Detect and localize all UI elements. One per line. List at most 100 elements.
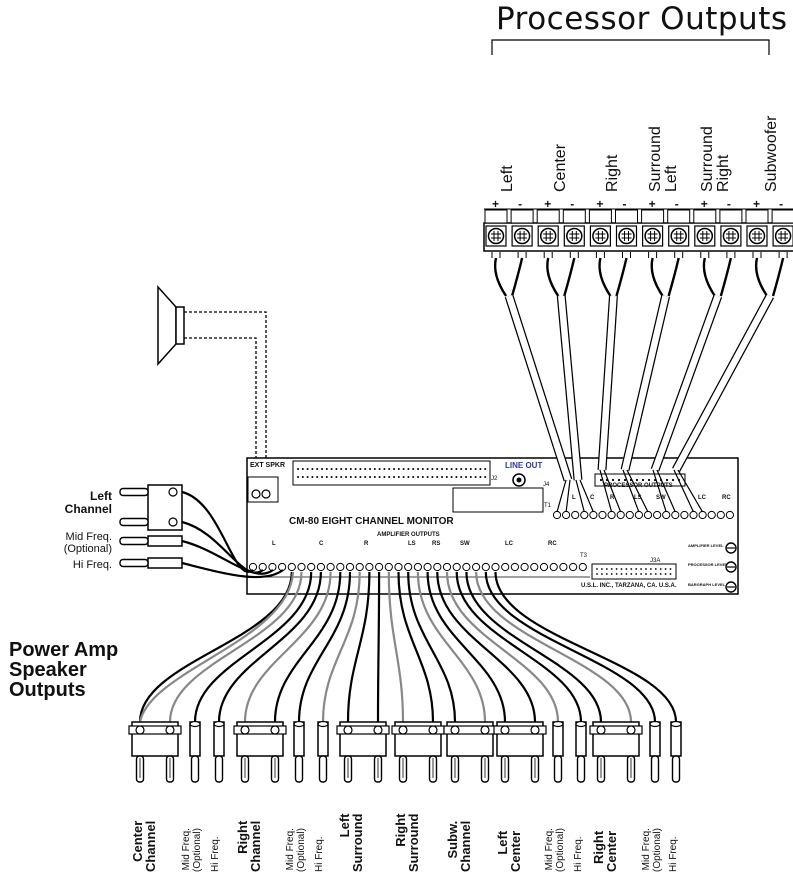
j2-pin <box>340 468 343 470</box>
j2-pin <box>445 476 448 478</box>
j3a-pin <box>625 573 628 575</box>
j3a-pin <box>669 573 672 575</box>
plug-screw <box>168 517 178 527</box>
j2-pin <box>301 476 304 478</box>
banana-pin <box>214 755 224 783</box>
amplifier-outputs-label: AMPLIFIER OUTPUTS <box>377 532 440 538</box>
bottom-plug-label: Hi Freq. <box>210 836 221 872</box>
terminal-screw-icon <box>566 227 583 245</box>
banana-pin <box>318 755 328 783</box>
plug-top <box>649 720 661 728</box>
board-amp-terminal <box>433 562 442 572</box>
j2-pin <box>297 468 299 470</box>
terminal-barrier <box>771 209 793 224</box>
bottom-plug-label: Subw. Channel <box>445 820 473 872</box>
board-proc-terminal <box>689 510 698 520</box>
plug-screw <box>596 725 606 735</box>
amp-group-label: LS <box>408 541 416 547</box>
j2-pin <box>465 476 467 478</box>
processor-wire <box>615 257 628 297</box>
plug-top <box>575 720 587 728</box>
processor-wire-end <box>599 469 622 513</box>
j2-pin <box>397 476 400 478</box>
board-amp-terminal <box>559 562 568 572</box>
ext-spkr-block <box>247 476 279 503</box>
processor-wire-end <box>575 479 594 513</box>
terminal-barrier <box>588 209 612 224</box>
ext-spkr-label: EXT SPKR <box>250 462 286 469</box>
polarity-label: + <box>492 197 500 211</box>
amp-group-label: LC <box>505 541 513 547</box>
j2-pin <box>311 468 314 470</box>
bottom-single-plug <box>189 720 201 783</box>
j2-pin <box>383 468 386 470</box>
j2-pin <box>479 476 482 478</box>
processor-wire <box>510 257 524 297</box>
plug-screw <box>168 487 178 497</box>
j2-pin <box>484 476 487 478</box>
j2-pin <box>316 468 319 470</box>
chip <box>452 487 544 513</box>
plug-top <box>317 720 329 728</box>
terminal-screw-icon <box>696 227 714 245</box>
board-proc-terminal <box>616 510 625 520</box>
processor-wire-end <box>556 479 571 513</box>
board-amp-terminal <box>355 562 364 572</box>
board-model-label: CM-80 EIGHT CHANNEL MONITOR <box>289 516 454 527</box>
terminal-screw-icon <box>513 227 531 245</box>
j2-pin <box>301 468 304 470</box>
amp-group-label: C <box>319 541 324 547</box>
processor-wire <box>667 257 680 297</box>
board-amp-terminal <box>297 562 306 572</box>
maker-label: U.S.L. INC., TARZANA, CA. U.S.A. <box>581 583 677 589</box>
j2-pin <box>393 468 395 470</box>
terminal-barrier <box>484 209 508 224</box>
screw-slot <box>699 231 710 241</box>
board-proc-terminal <box>698 510 707 520</box>
board-proc-terminal <box>680 510 689 520</box>
j3a-pin <box>630 568 633 570</box>
board-amp-terminal <box>413 562 422 572</box>
j2-pin <box>426 468 429 470</box>
board-amp-terminal <box>336 562 345 572</box>
j2-pin <box>321 468 323 470</box>
board-amp-terminal <box>578 562 587 572</box>
board-amp-terminal <box>423 562 432 572</box>
j3a-pin <box>601 568 603 570</box>
plug-screw <box>135 725 145 735</box>
j2-pin <box>455 468 458 470</box>
j2-pin <box>407 468 410 470</box>
knob-label: PROCESSOR LEVEL <box>688 562 728 567</box>
bottom-plug-label: Hi Freq. <box>668 836 679 872</box>
terminal-barrier <box>667 209 691 224</box>
j2-pin <box>359 476 362 478</box>
terminal-screw-icon <box>592 227 609 245</box>
j2-pin <box>436 468 439 470</box>
amplifier-wire <box>376 571 381 723</box>
j2-pin <box>330 468 333 470</box>
processor-wire <box>546 257 560 297</box>
proc-group-label: SW <box>656 495 666 501</box>
plug-screw <box>530 725 540 735</box>
board-proc-terminal <box>571 510 580 520</box>
j2-connector <box>292 460 491 486</box>
title-bracket <box>491 39 770 55</box>
amplifier-wire <box>168 571 303 723</box>
j2-pin <box>412 476 415 478</box>
processor-output-label: Right <box>604 154 621 192</box>
polarity-label: + <box>700 197 708 211</box>
amplifier-wire <box>475 571 633 723</box>
board-proc-terminal <box>580 510 589 520</box>
plug-collar <box>233 725 287 735</box>
plug-top <box>213 720 225 728</box>
left-channel-label: Left Channel <box>64 489 112 516</box>
processor-cable-core <box>651 294 721 472</box>
bottom-single-plug <box>649 720 661 783</box>
terminal-barrier <box>693 209 717 224</box>
j2-pin <box>378 476 381 478</box>
amplifier-wire <box>445 571 560 723</box>
board-proc-terminal <box>671 510 680 520</box>
j3a-pin <box>610 568 613 570</box>
processor-cable-core <box>558 295 582 481</box>
board-amp-terminal <box>481 562 490 572</box>
